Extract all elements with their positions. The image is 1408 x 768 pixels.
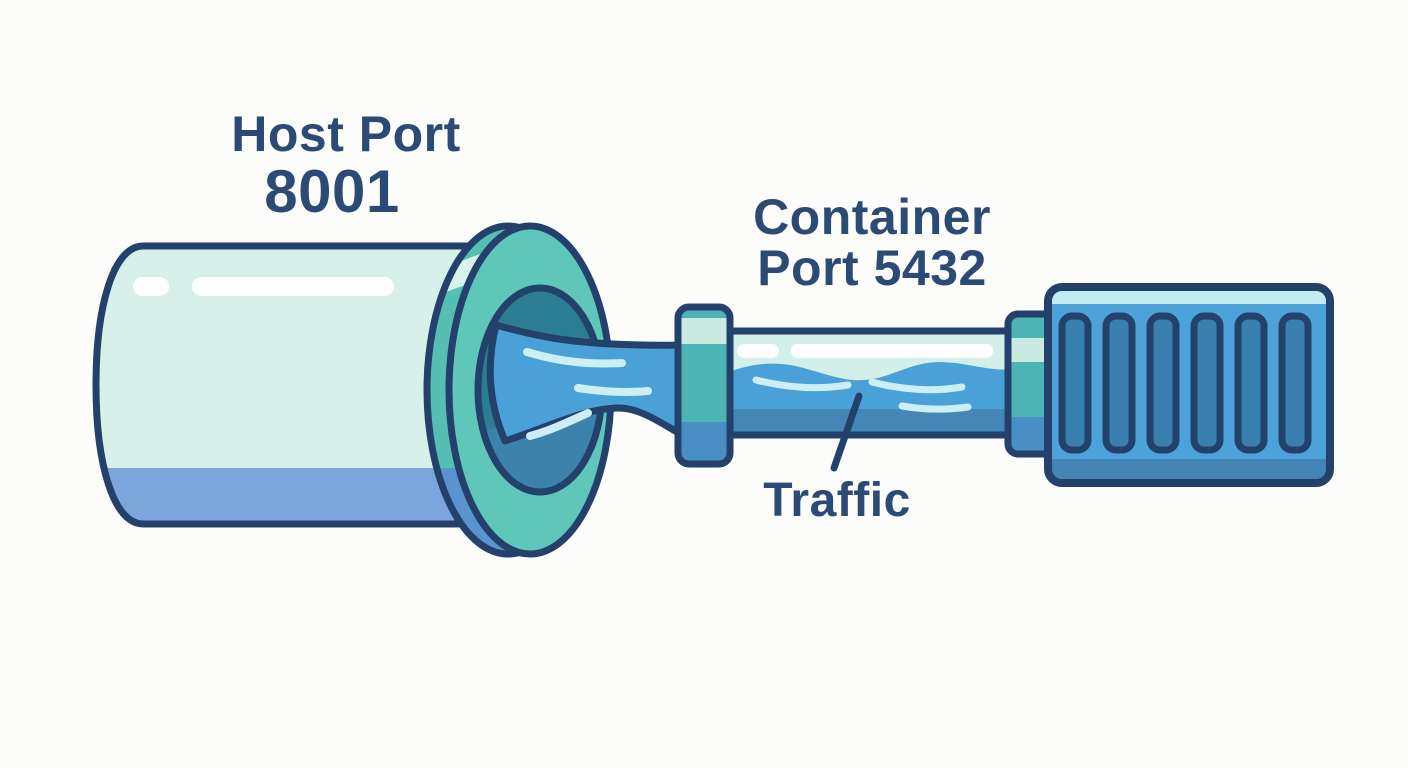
grill-slot-2 (1102, 312, 1136, 454)
pipe-streak-3 (898, 402, 972, 413)
funnel-streak-bottom (526, 409, 592, 440)
pipe-highlight-short (737, 344, 779, 358)
port-ring (423, 222, 615, 558)
funnel-streak-middle (574, 384, 652, 396)
funnel-streak-top (523, 348, 626, 368)
grill-slot-3 (1146, 312, 1180, 454)
pipe-highlight-long (791, 344, 993, 358)
host-cylinder-outline (92, 242, 499, 528)
pipe-bottom-shade (722, 409, 1014, 435)
pipe-collar-left (674, 303, 734, 468)
pipe-streak-2 (868, 378, 966, 394)
funnel-water-outline (486, 321, 698, 445)
traffic-leader-line (830, 392, 863, 472)
traffic-label: Traffic (763, 474, 911, 527)
funnel-water (486, 321, 698, 445)
host-cylinder-highlight-short (133, 277, 169, 296)
container-top-highlight (1048, 287, 1330, 304)
traffic-pipe (718, 327, 1018, 439)
grill-slot-4 (1190, 312, 1224, 454)
container-grill (1044, 283, 1334, 487)
grill-slot-5 (1234, 312, 1268, 454)
host-port-label: Host Port (231, 106, 461, 162)
container-port-label: Container (753, 189, 991, 245)
container-port-number: Port 5432 (757, 240, 987, 296)
host-port-number: 8001 (264, 158, 400, 225)
host-cylinder-highlight-long (192, 277, 394, 296)
collar-left-highlight (678, 318, 730, 344)
host-cylinder-bottom-stripe (96, 468, 495, 524)
collar-left-outline (674, 303, 734, 468)
container-outline (1044, 283, 1334, 487)
host-cylinder-body (96, 246, 495, 524)
grill-slot-6 (1278, 312, 1312, 454)
collar-left-shadow (678, 422, 730, 464)
grill-slot-1 (1058, 312, 1092, 454)
pipe-streak-1 (752, 376, 852, 392)
host-cylinder (92, 242, 499, 528)
